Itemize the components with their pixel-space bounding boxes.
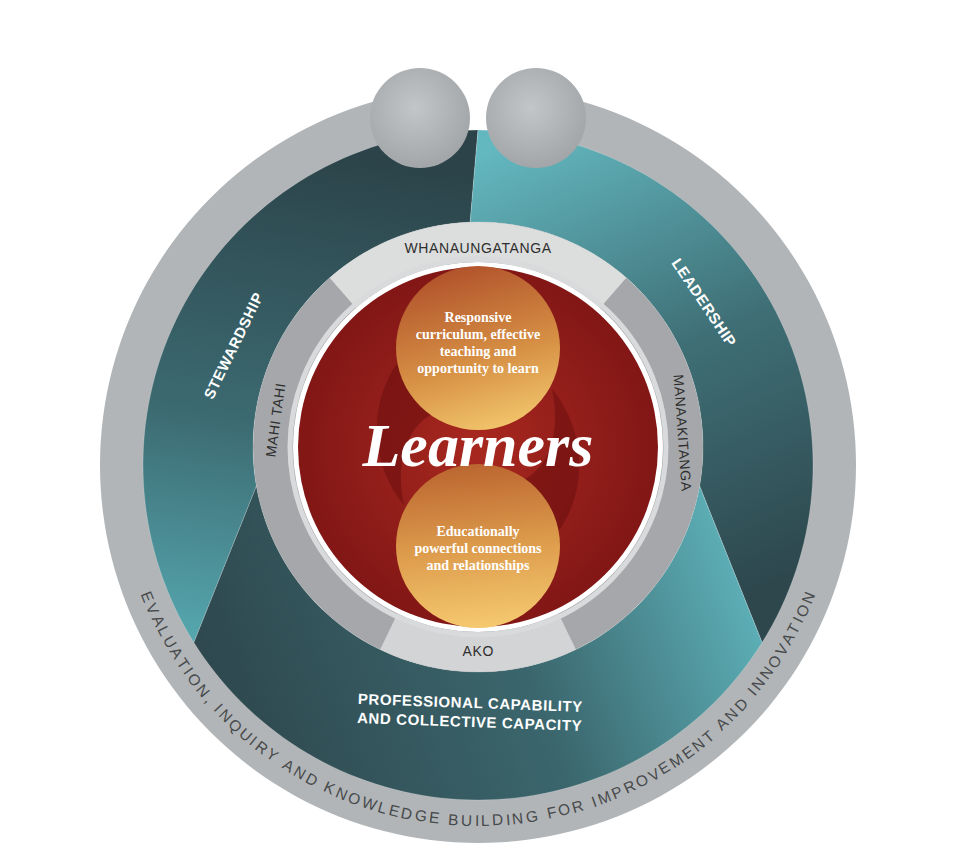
value-label: AKO: [463, 643, 494, 659]
arc-letter: U: [461, 812, 473, 830]
values-ring: WHANAUNGATANGAMANAAKITANGAAKOMAHI TAHILe…: [253, 222, 703, 672]
arc-letter: E: [428, 809, 440, 828]
ring-edge: [290, 259, 666, 635]
arc-letter: D: [492, 811, 504, 830]
arc-letter: I: [475, 812, 479, 830]
circle-label: Responsive curriculum, effective teachin…: [414, 309, 542, 377]
circle-shape: [396, 266, 560, 430]
ring-shape: [100, 90, 856, 843]
circle-label: Educationally powerful connections and r…: [414, 523, 542, 574]
arc-letter: L: [481, 812, 490, 830]
evaluation-ring: EVALUATION, INQUIRY AND KNOWLEDGE BUILDI…: [100, 87, 856, 843]
ring-shape: [253, 222, 703, 672]
arc-letter: B: [448, 811, 460, 830]
ring-group: [253, 222, 703, 672]
relationships-circle: Educationally powerful connections and r…: [396, 464, 560, 628]
curriculum-circle: Responsive curriculum, effective teachin…: [396, 266, 560, 430]
centre-title: Learners: [363, 410, 594, 480]
arc-letter: G: [413, 806, 428, 826]
right-head: [486, 68, 586, 168]
circle-shape: [298, 267, 658, 627]
arc-letter: G: [525, 807, 540, 827]
value-label: WHANAUNGATANGA: [405, 240, 552, 256]
left-head: [370, 68, 470, 168]
circle-shape: [396, 464, 560, 628]
learners-circle: Learners Responsive curriculum, effective…: [298, 267, 658, 627]
